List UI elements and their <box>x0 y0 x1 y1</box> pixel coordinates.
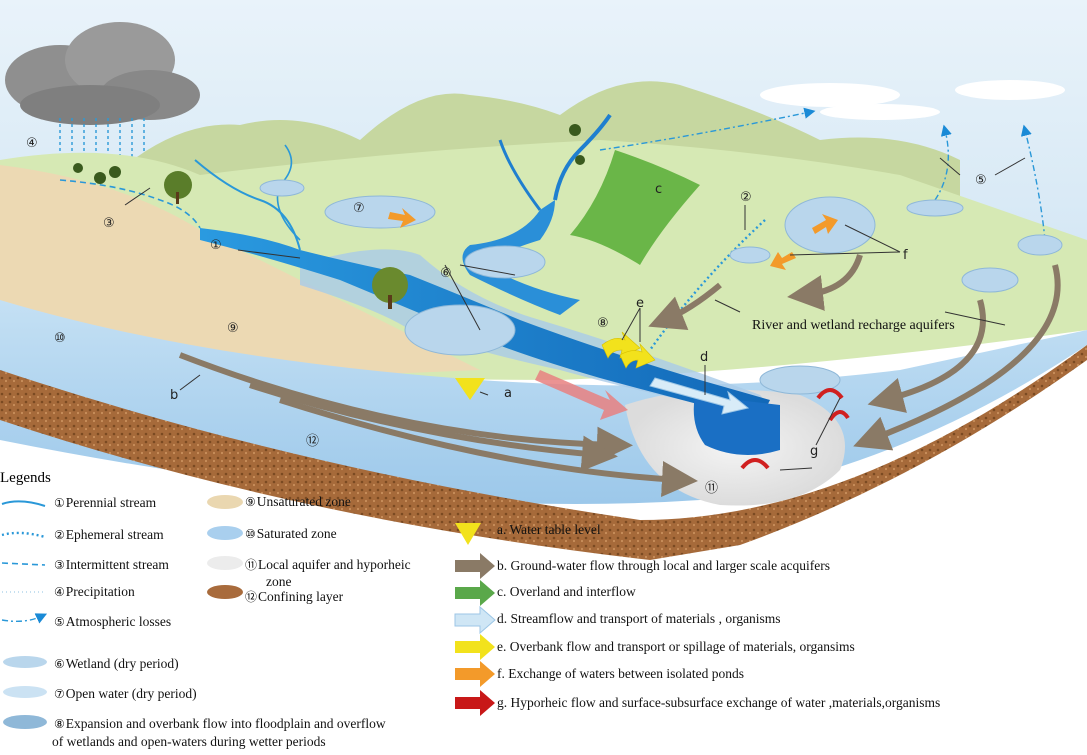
callout-a: a <box>504 386 512 401</box>
callout-12: ⑫ <box>306 434 320 449</box>
callout-1: ① <box>210 238 222 253</box>
callout-6: ⑥ <box>440 266 452 281</box>
groundwater-flow-arrows <box>178 254 1061 497</box>
legend-title: Legends <box>0 470 51 486</box>
callout-10: ⑩ <box>54 331 66 346</box>
callout-f: f <box>903 248 908 263</box>
legend-flow-c: c. Overland and interflow <box>497 584 636 599</box>
legend-flow-e: e. Overbank flow and transport or spilla… <box>497 639 855 654</box>
callout-3: ③ <box>103 216 115 231</box>
legend-flow-f: f. Exchange of waters between isolated p… <box>497 666 745 681</box>
legend-flow-d: d. Streamflow and transport of materials… <box>497 611 781 626</box>
callout-2: ② <box>740 190 752 205</box>
legend-symbols <box>1 495 496 729</box>
legend-flow-b: b. Ground-water flow through local and l… <box>497 558 830 573</box>
ponds <box>259 179 1063 395</box>
callout-9: ⑨ <box>227 321 239 336</box>
leader-lines <box>124 157 1026 471</box>
callout-b: b <box>170 388 179 403</box>
subsurface-inflow-arrow <box>535 370 628 420</box>
trees <box>73 124 585 309</box>
callout-g: g <box>810 444 819 459</box>
overland-flow-arrow <box>570 150 700 265</box>
callout-c: c <box>655 182 663 197</box>
hyporheic-exchange-arrows <box>740 388 850 470</box>
white-clouds <box>760 80 1065 120</box>
callout-d: d <box>700 350 709 365</box>
river-channel-block <box>693 395 780 455</box>
legend-expansion-line2: of wetlands and open-waters during wette… <box>52 734 326 749</box>
upper-tributary-2 <box>498 139 542 211</box>
pond-exchange-arrows <box>388 208 838 270</box>
legend-flow-a: a. Water table level <box>497 522 601 537</box>
callout-e: e <box>636 296 644 311</box>
callout-5: ⑤ <box>975 173 987 188</box>
atmospheric-loss-3 <box>1020 124 1046 241</box>
ephemeral-stream-line <box>649 219 766 351</box>
recharge-label: River and wetland recharge aquifers <box>752 318 955 333</box>
upper-tributary <box>553 113 612 201</box>
atmospheric-loss-1 <box>599 107 816 151</box>
legend-aquifer-line2: zone <box>266 574 292 589</box>
callout-8: ⑧ <box>597 316 609 331</box>
confining-layer <box>0 345 1087 560</box>
legend-flow-g: g. Hyporheic flow and surface-subsurface… <box>497 695 941 710</box>
rain-cloud <box>5 22 200 125</box>
callout-7: ⑦ <box>353 201 365 216</box>
perennial-stream-line <box>194 159 301 251</box>
streamflow-arrow <box>649 377 750 415</box>
callout-11: ⑪ <box>705 481 719 496</box>
callout-4: ④ <box>26 136 38 151</box>
water-table-marker <box>455 378 485 400</box>
overbank-flow-arrows <box>601 331 656 369</box>
atmospheric-loss-2 <box>934 124 952 201</box>
